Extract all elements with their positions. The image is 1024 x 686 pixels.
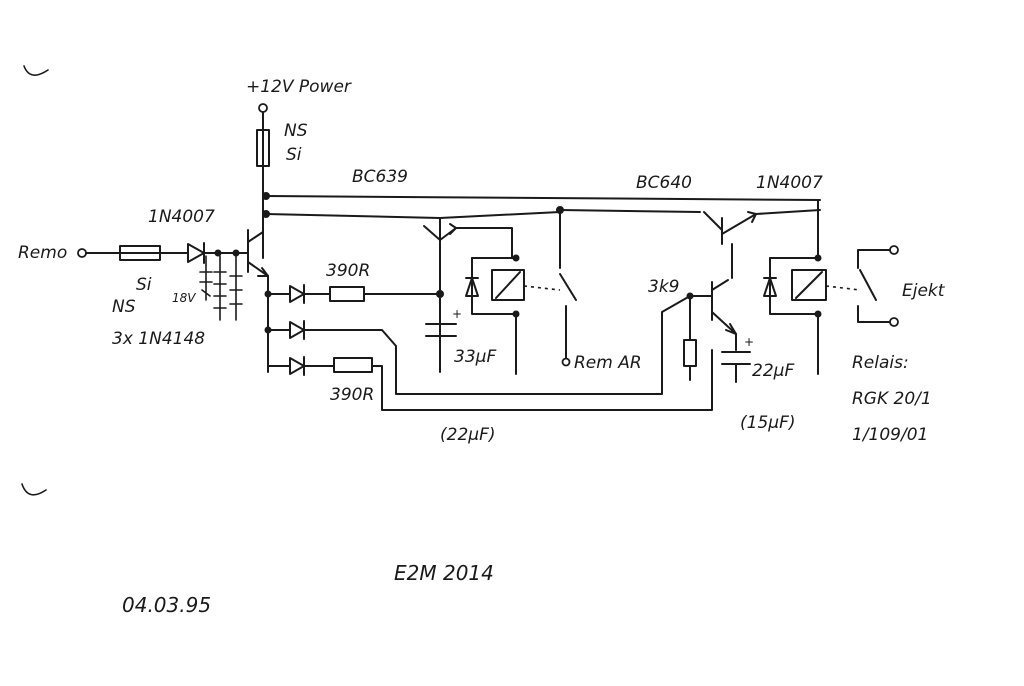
diode-pack-label: 3x 1N4148 bbox=[112, 329, 205, 349]
stage2-transistor: + bbox=[683, 199, 899, 383]
diode-branches bbox=[264, 275, 713, 411]
relay-model: RGK 20/1 bbox=[852, 389, 932, 409]
drawing-date: 04.03.95 bbox=[122, 593, 211, 617]
relay-code: 1/109/01 bbox=[852, 425, 928, 445]
binder-hole-top bbox=[23, 65, 49, 76]
switch-remote-label: Rem AR bbox=[574, 353, 642, 373]
output-label: Ejekt bbox=[902, 281, 946, 301]
svg-text:+: + bbox=[744, 335, 754, 349]
r-upper-label: 390R bbox=[326, 261, 370, 281]
input-stage bbox=[77, 229, 269, 321]
fuse-top-type: Si bbox=[286, 145, 302, 165]
r-lower-label: 390R bbox=[330, 385, 374, 405]
diode-out-label: 1N4007 bbox=[756, 173, 823, 193]
svg-text:+: + bbox=[452, 307, 462, 321]
power-label: +12V Power bbox=[246, 77, 352, 97]
stage1-transistor: + bbox=[423, 211, 577, 375]
input-label: Remo bbox=[18, 243, 67, 263]
fuse-top-rating: NS bbox=[284, 121, 308, 141]
cap-c2-alt-label: (22µF) bbox=[440, 425, 496, 445]
cap-c2-label: 22µF bbox=[752, 361, 794, 381]
relay-title: Relais: bbox=[852, 353, 909, 373]
q1-part-label: BC639 bbox=[352, 167, 408, 187]
power-rail bbox=[256, 103, 821, 259]
zener-label: 18V bbox=[172, 291, 196, 305]
diode-in-label: 1N4007 bbox=[148, 207, 215, 227]
r-base-q2-label: 3k9 bbox=[648, 277, 679, 297]
drawing-id: E2M 2014 bbox=[394, 561, 494, 585]
q2-part-label: BC640 bbox=[636, 173, 692, 193]
fuse-in-type: Si bbox=[136, 275, 152, 295]
cap-c1-label: 33µF bbox=[454, 347, 496, 367]
fuse-in-rating: NS bbox=[112, 297, 136, 317]
cap-c3-alt-label: (15µF) bbox=[740, 413, 796, 433]
binder-hole-bottom bbox=[21, 483, 47, 496]
